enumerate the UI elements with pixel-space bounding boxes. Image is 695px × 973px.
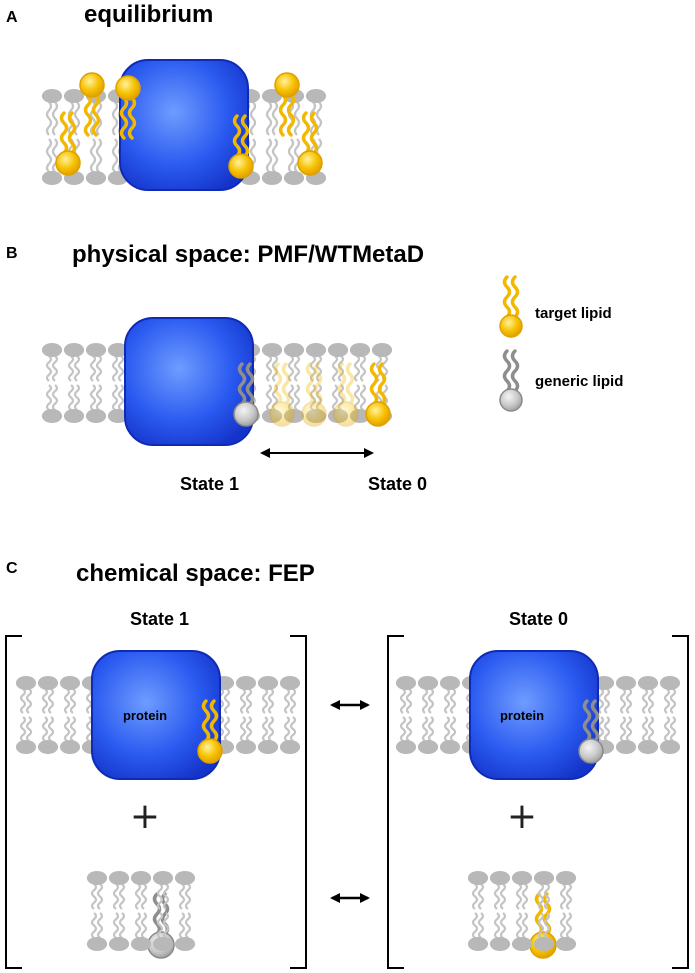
bracket-left-open	[5, 635, 22, 969]
protein-b	[124, 317, 254, 446]
target-lipid	[197, 699, 223, 764]
target-lipid	[79, 72, 105, 137]
target-lipid	[269, 362, 295, 427]
generic-lipid	[499, 349, 523, 412]
plus-sign-right: +	[507, 796, 537, 837]
panel-a-letter: A	[6, 9, 18, 26]
bracket-right-open	[387, 635, 404, 969]
target-lipid	[274, 72, 300, 137]
target-lipid	[499, 275, 523, 338]
plus-sign-left: +	[130, 796, 160, 837]
legend-target-label: target lipid	[535, 305, 612, 322]
panel-b-state-1: State 1	[180, 474, 239, 494]
panel-b-state-0: State 0	[368, 474, 427, 494]
panel-c-letter: C	[6, 560, 18, 577]
panel-c-state-0: State 0	[509, 609, 568, 629]
legend-generic-lipid-icon	[499, 349, 523, 412]
target-lipid	[365, 362, 391, 427]
panel-b-title: physical space: PMF/WTMetaD	[72, 241, 424, 268]
target-lipids-a	[55, 72, 323, 179]
membrane-c-state0-solvent	[467, 871, 577, 951]
legend-generic-label: generic lipid	[535, 373, 623, 390]
target-lipid	[301, 362, 327, 427]
target-lipid	[55, 111, 81, 176]
protein-label-state0: protein	[500, 708, 544, 723]
generic-lipid	[578, 699, 604, 764]
bracket-left-close	[290, 635, 307, 969]
panel-a-title: equilibrium	[84, 1, 213, 28]
protein-a	[119, 59, 249, 191]
target-lipid	[228, 114, 254, 179]
bracket-right-close	[672, 635, 689, 969]
protein-label-state1: protein	[123, 708, 167, 723]
target-lipid	[297, 111, 323, 176]
protein-c-state1	[91, 650, 221, 780]
target-lipid	[115, 75, 141, 140]
lipid-path-b	[233, 362, 391, 427]
membrane-c-state1-solvent	[86, 871, 196, 951]
legend-target-lipid-icon	[499, 275, 523, 338]
panel-c-title: chemical space: FEP	[76, 560, 315, 587]
panel-c-state-1: State 1	[130, 609, 189, 629]
target-lipid	[333, 362, 359, 427]
panel-b-letter: B	[6, 245, 18, 262]
generic-lipid	[233, 362, 259, 427]
